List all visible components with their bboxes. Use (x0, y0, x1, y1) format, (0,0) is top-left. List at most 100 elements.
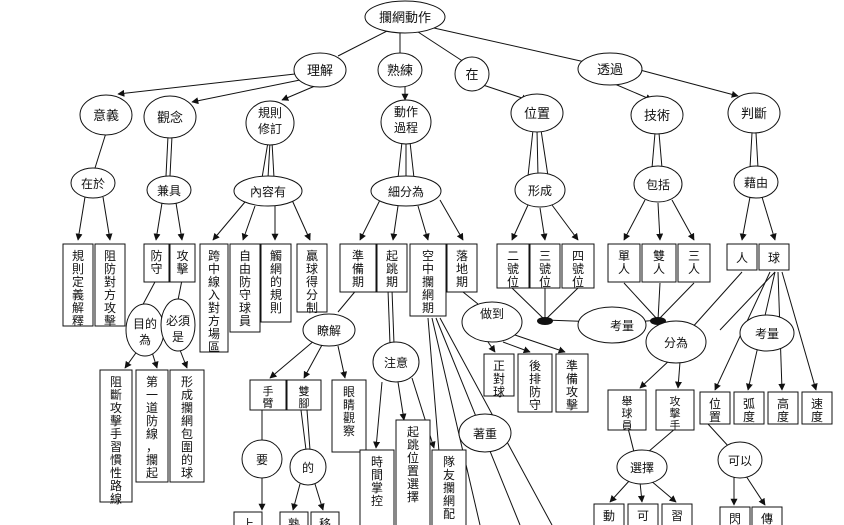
edge (657, 282, 661, 321)
edge (755, 132, 759, 169)
leaf-role: 攻擊手 (655, 389, 695, 432)
edge (359, 199, 381, 241)
edge (637, 481, 645, 503)
edge (291, 483, 301, 511)
leaf-rules: 觸網的規則 (260, 243, 292, 323)
leaf-cutoff-label: 動 (603, 509, 615, 523)
edge (281, 85, 316, 101)
edge (387, 289, 391, 345)
leaf-concept-detail: 阻斷攻擊手習慣性路線 (99, 369, 133, 506)
edge (291, 199, 311, 241)
leaf-ball-factor-label: 位置 (709, 396, 721, 424)
edge (391, 289, 395, 345)
node-content: 內容有 (233, 175, 303, 207)
leaf-position: 四號位 (561, 243, 595, 289)
leaf-rules: 贏球得分制 (296, 243, 328, 315)
node-label-line1: 目的 (133, 316, 157, 331)
leaf-prep-part: 手臂 (249, 379, 287, 411)
edge (267, 141, 271, 179)
leaf-process-label: 落地期 (456, 249, 468, 289)
edge (639, 69, 739, 98)
leaf-position-label: 二號位 (507, 249, 519, 289)
connector-label: 透過 (597, 63, 623, 78)
leaf-rules: 跨中線入對方場區 (199, 243, 229, 354)
edge (261, 141, 269, 179)
edge (527, 129, 534, 177)
node-label: 做到 (480, 306, 504, 321)
leaf-ball-factor: 高度 (767, 391, 799, 425)
leaf-judge-label: 人 (736, 251, 748, 265)
edge (417, 205, 430, 241)
node-purpose: 目的 為 (125, 303, 165, 357)
leaf-jump: 隊友攔網配 (431, 449, 467, 525)
leaf-rules-label: 贏球得分制 (306, 248, 318, 315)
leaf-landing: 後排防守 (517, 353, 553, 413)
edge (749, 132, 753, 169)
leaf-ball-factor-label: 高度 (777, 396, 789, 424)
leaf-cutoff: 習 (661, 503, 693, 525)
leaf-concept: 攻擊 (169, 243, 196, 283)
leaf-technique: 雙人 (641, 243, 677, 283)
leaf-rules-label: 跨中線入對方場區 (208, 249, 220, 354)
node-lies-in: 在於 (70, 167, 116, 199)
leaf-technique-label: 雙人 (653, 249, 665, 276)
connector-label: 理解 (307, 64, 333, 79)
leaf-boxes: 規則定義解釋阻防對方攻擊防守攻擊跨中線入對方場區自由防守球員觸網的規則贏球得分制… (62, 243, 833, 525)
leaf-rules: 自由防守球員 (229, 243, 261, 333)
node-meaning: 意義 (79, 94, 133, 136)
edge (300, 409, 307, 451)
leaf-jump-label: 時間掌控 (371, 455, 383, 508)
leaf-concept-detail-label: 第一道防線，攔起 (146, 375, 158, 480)
leaf-landing: 正對球 (483, 353, 515, 399)
leaf-rules-label: 觸網的規則 (270, 248, 282, 315)
edge (651, 132, 656, 169)
leaf-prep-part: 雙腳 (286, 379, 322, 411)
node-want: 要 (241, 439, 283, 479)
node-label-line1: 動作 (394, 105, 418, 119)
edge (424, 25, 586, 63)
node-consider-mid: 考量 (577, 306, 647, 344)
leaf-landing: 準備攻擊 (555, 353, 589, 413)
edge (306, 409, 311, 451)
leaf-cutoff: 熟 (279, 511, 309, 525)
leaf-cutoff: 可 (627, 503, 659, 525)
leaf-technique-label: 單人 (618, 249, 630, 276)
leaf-cutoff-label: 可 (637, 509, 649, 523)
node-notice: 注意 (372, 341, 420, 383)
leaf-technique: 單人 (607, 243, 641, 283)
edge (165, 135, 169, 177)
node-label: 的 (302, 460, 314, 475)
edge (241, 205, 256, 241)
node-form: 形成 (514, 172, 566, 208)
edge (539, 207, 548, 241)
edge (671, 199, 695, 241)
edge (707, 423, 731, 449)
edge (657, 282, 695, 321)
leaf-cutoff-label: 傳 (761, 512, 773, 525)
node-label: 可以 (728, 454, 752, 468)
edge (623, 199, 646, 241)
edge (658, 132, 663, 169)
connector-label: 在 (465, 68, 478, 83)
edge (397, 141, 403, 179)
leaf-jump-label: 隊友攔網配 (443, 454, 455, 521)
leaf-judge: 球 (758, 243, 790, 271)
edge (431, 317, 481, 525)
node-label: 兼具 (157, 184, 181, 198)
leaf-technique-label: 三人 (688, 249, 700, 276)
node-label: 著重 (473, 427, 497, 441)
junction-dot (537, 317, 553, 325)
leaf-cutoff: 閃 (719, 506, 751, 525)
edge (623, 282, 659, 321)
edge (639, 357, 673, 389)
connector-understand: 理解 (293, 52, 347, 88)
leaf-position: 二號位 (496, 243, 530, 289)
leaf-concept-detail: 第一道防線，攔起 (135, 369, 169, 483)
leaf-meaning-label: 規則定義解釋 (72, 248, 84, 328)
connector-at: 在 (454, 56, 490, 92)
edge (153, 202, 163, 241)
leaf-cutoff: 動 (593, 503, 625, 525)
node-label: 在於 (81, 176, 105, 191)
edge (761, 196, 777, 241)
